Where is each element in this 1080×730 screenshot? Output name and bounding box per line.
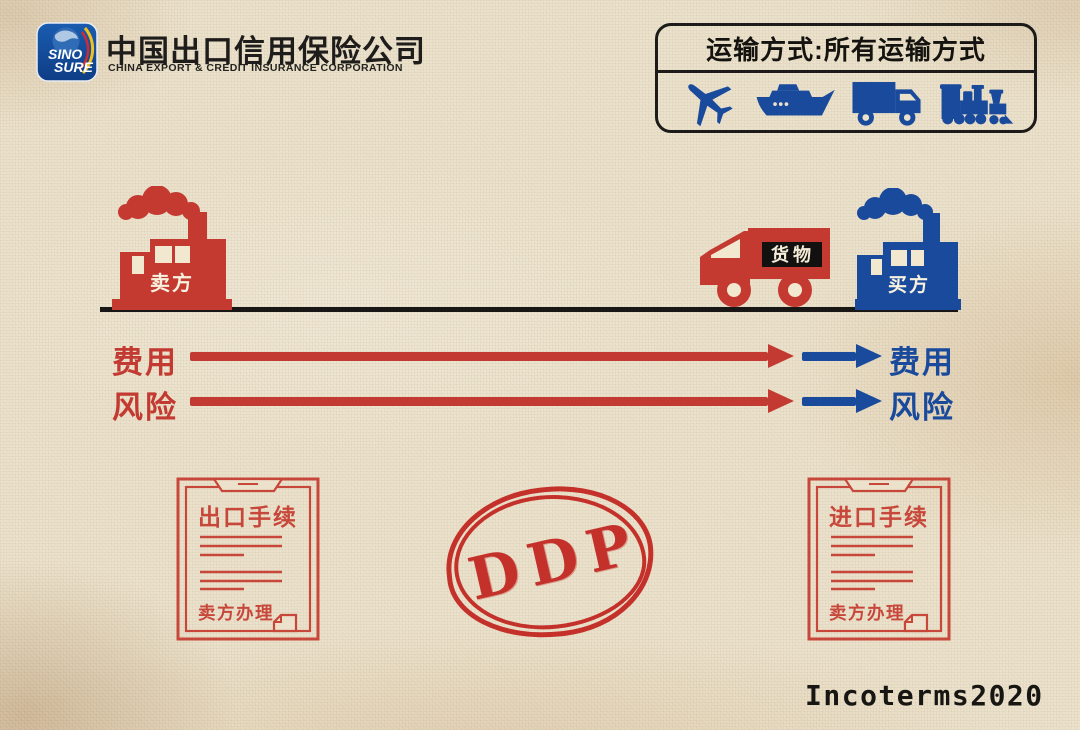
cost-arrow-red-head <box>768 344 794 368</box>
risk-arrow-red-head <box>768 389 794 413</box>
goods-truck: 货物 <box>700 228 830 307</box>
import-doc-handler: 卖方办理 <box>829 603 905 623</box>
risk-label-right: 风险 <box>889 390 955 425</box>
import-procedures-document: 进口手续 卖方办理 <box>807 477 951 641</box>
transport-mode-icons <box>658 73 1034 131</box>
buyer-label: 买方 <box>888 273 930 296</box>
logo-text-line1: SINO <box>48 46 82 62</box>
ddp-stamp: DDP <box>438 476 662 648</box>
cost-arrow-blue-shaft <box>802 352 856 361</box>
risk-arrow-blue-head <box>856 389 882 413</box>
sinosure-logo-icon: SINO SURE <box>36 22 98 82</box>
seller-label: 卖方 <box>150 271 194 295</box>
transport-mode-box: 运输方式:所有运输方式 <box>655 23 1037 133</box>
incoterms-footer: Incoterms2020 <box>805 679 1044 712</box>
ground-line <box>100 307 958 312</box>
airplane-icon <box>678 74 740 130</box>
seller-factory: 卖方 <box>112 186 232 310</box>
document-fold-corner <box>272 613 298 633</box>
truck-icon <box>851 76 925 128</box>
stamp-text: DDP <box>462 508 648 614</box>
company-name-chinese: 中国出口信用保险公司 <box>106 34 426 69</box>
risk-arrow-red-shaft <box>190 397 768 406</box>
ship-icon <box>755 80 837 124</box>
company-name-english: CHINA EXPORT & CREDIT INSURANCE CORPORAT… <box>108 62 403 74</box>
goods-label: 货物 <box>771 244 815 265</box>
cost-arrow-red-shaft <box>190 352 768 361</box>
cost-label-right: 费用 <box>889 345 955 380</box>
risk-arrow-blue-shaft <box>802 397 856 406</box>
export-procedures-document: 出口手续 卖方办理 <box>176 477 320 641</box>
export-doc-title: 出口手续 <box>198 504 298 530</box>
train-icon <box>939 78 1014 126</box>
export-doc-handler: 卖方办理 <box>198 603 274 623</box>
transport-mode-title: 运输方式:所有运输方式 <box>658 26 1034 73</box>
buyer-factory: 买方 <box>855 188 961 310</box>
document-fold-corner <box>903 613 929 633</box>
logo-text-line2: SURE <box>54 59 94 75</box>
cost-arrow-blue-head <box>856 344 882 368</box>
import-doc-title: 进口手续 <box>829 504 929 530</box>
cost-label-left: 费用 <box>112 345 178 380</box>
risk-label-left: 风险 <box>112 390 178 425</box>
